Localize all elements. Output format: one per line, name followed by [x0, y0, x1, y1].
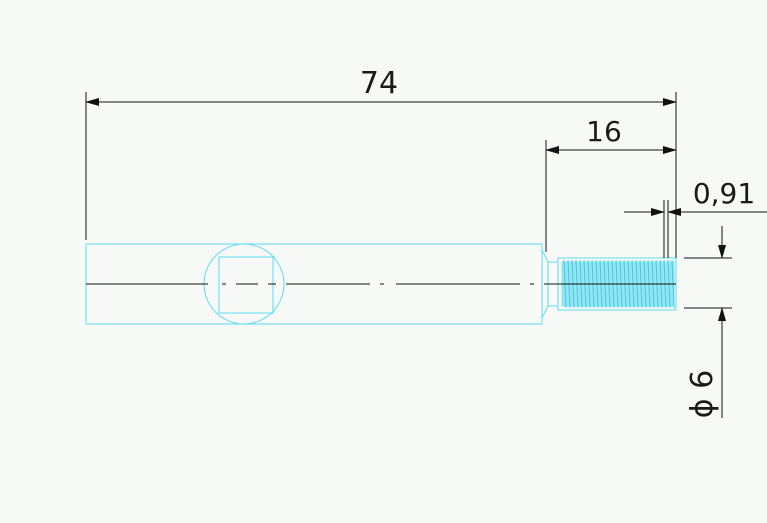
dimension-label-74: 74	[360, 66, 398, 101]
dimension-label-diameter: ϕ 6	[685, 370, 720, 418]
dimension-thread-length	[545, 140, 677, 252]
dimension-label-16: 16	[586, 115, 622, 148]
dimension-chamfer	[624, 200, 767, 258]
hole-flat	[218, 256, 274, 314]
dimension-diameter	[684, 226, 732, 418]
dimension-label-chamfer: 0,91	[693, 177, 755, 210]
dimension-overall-length	[85, 92, 677, 258]
